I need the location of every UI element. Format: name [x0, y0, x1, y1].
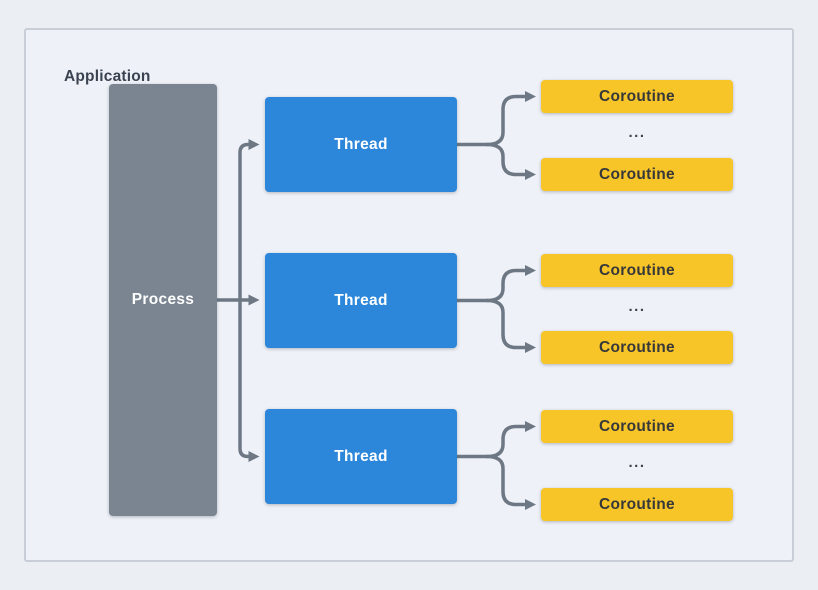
thread-label: Thread [334, 291, 388, 309]
coroutine-label: Coroutine [599, 417, 675, 435]
application-label: Application [64, 68, 151, 85]
thread-box-3: Thread [265, 409, 457, 504]
coroutine-ellipsis-2: ... [628, 298, 646, 315]
process-label: Process [131, 291, 195, 308]
coroutine-label: Coroutine [599, 495, 675, 513]
coroutine-label: Coroutine [599, 338, 675, 356]
coroutine-box-3b: Coroutine [541, 488, 733, 521]
coroutine-label: Coroutine [599, 261, 675, 279]
coroutine-label: Coroutine [599, 87, 675, 105]
coroutine-box-1b: Coroutine [541, 158, 733, 191]
coroutine-box-2b: Coroutine [541, 331, 733, 364]
coroutine-box-3a: Coroutine [541, 410, 733, 443]
thread-label: Thread [334, 447, 388, 465]
coroutine-box-1a: Coroutine [541, 80, 733, 113]
thread-label: Thread [334, 135, 388, 153]
coroutine-ellipsis-3: ... [628, 454, 646, 471]
coroutine-ellipsis-1: ... [628, 124, 646, 141]
thread-box-2: Thread [265, 253, 457, 348]
process-box: Process [109, 84, 217, 516]
thread-box-1: Thread [265, 97, 457, 192]
coroutine-box-2a: Coroutine [541, 254, 733, 287]
coroutine-label: Coroutine [599, 165, 675, 183]
